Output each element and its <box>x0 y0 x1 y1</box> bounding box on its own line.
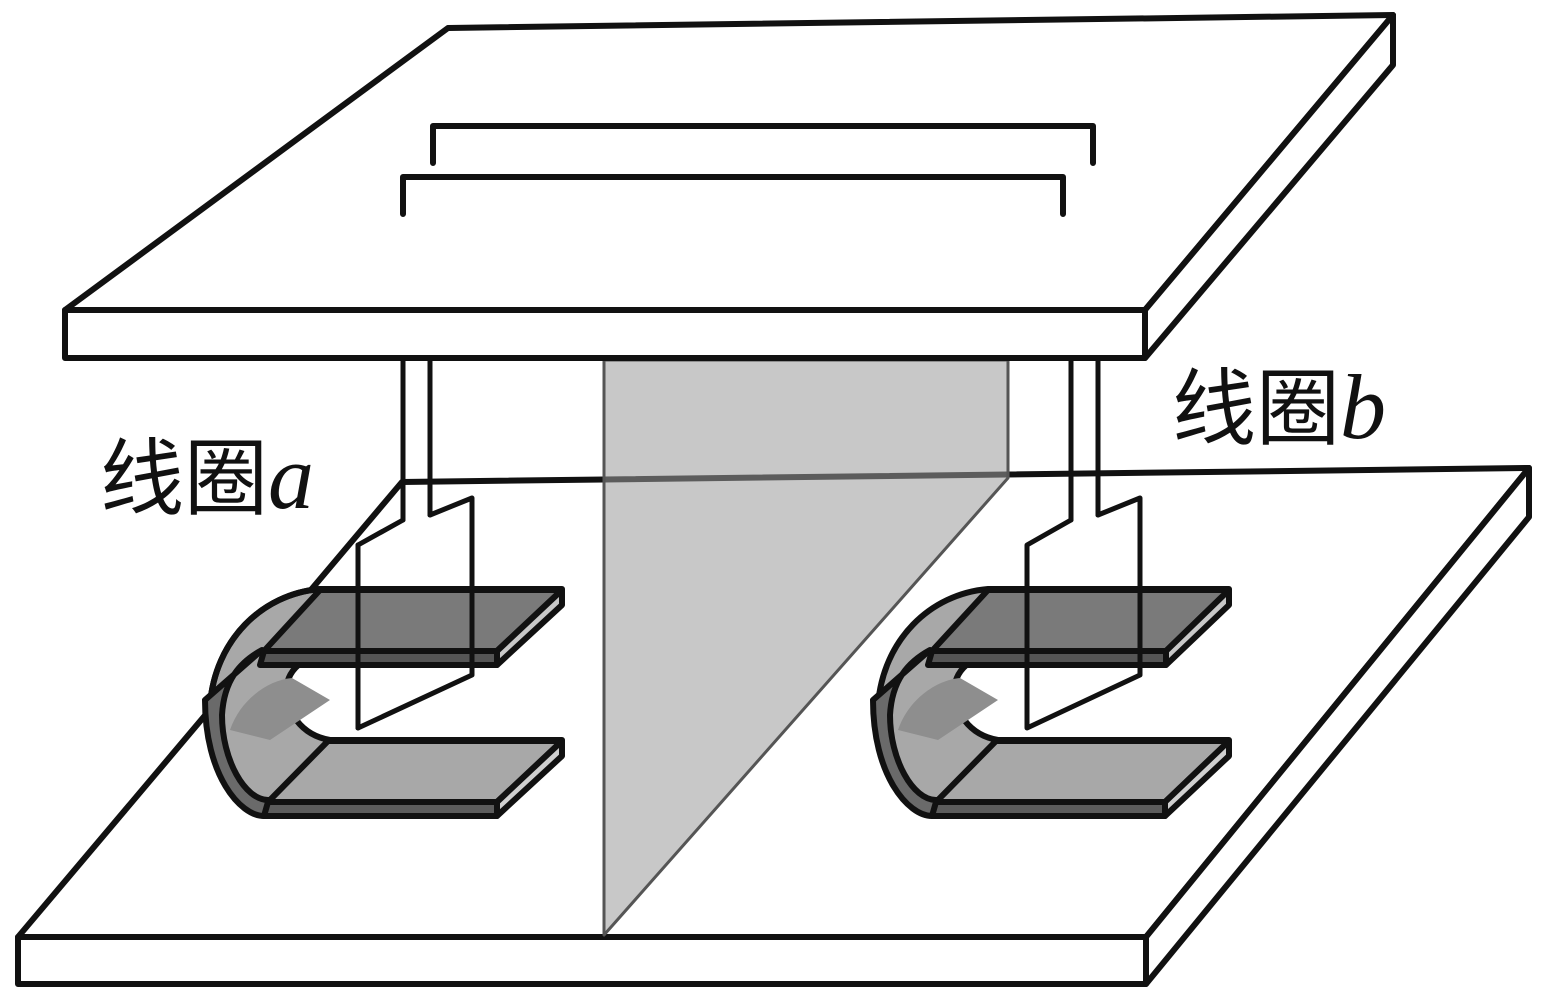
coil-b-label-prefix: 线圈 <box>1172 360 1340 458</box>
coil-b-label-var: b <box>1340 356 1386 458</box>
left-magnet <box>202 586 565 819</box>
top-plate <box>62 12 1396 361</box>
top-wire-back <box>430 123 1096 166</box>
coil-b-label: 线圈b <box>1172 356 1386 458</box>
top-plate-side-face <box>1142 12 1396 361</box>
bottom-plate-front-face <box>15 934 1149 987</box>
right-magnet <box>870 586 1232 819</box>
coil-a-label: 线圈a <box>100 426 314 528</box>
right-magnet-inner-shade <box>898 678 998 740</box>
coil-a-label-prefix: 线圈 <box>100 430 268 528</box>
top-wire-front <box>400 174 1066 217</box>
coil-a-label-var: a <box>268 426 314 528</box>
left-magnet-upper-arm-front <box>257 648 500 668</box>
left-magnet-curve-side <box>202 647 499 819</box>
top-plate-front-face <box>62 307 1148 361</box>
right-magnet-curve-side <box>870 647 1168 819</box>
left-magnet-lower-arm-front <box>261 799 500 819</box>
coil-b <box>1024 357 1143 731</box>
left-magnet-inner-shade <box>230 678 330 740</box>
bottom-plate-side-face <box>1143 465 1532 987</box>
coil-a <box>355 357 475 731</box>
top-wires <box>400 123 1096 217</box>
right-magnet-upper-arm-front <box>925 648 1169 668</box>
right-magnet-lower-arm-front <box>929 799 1168 819</box>
